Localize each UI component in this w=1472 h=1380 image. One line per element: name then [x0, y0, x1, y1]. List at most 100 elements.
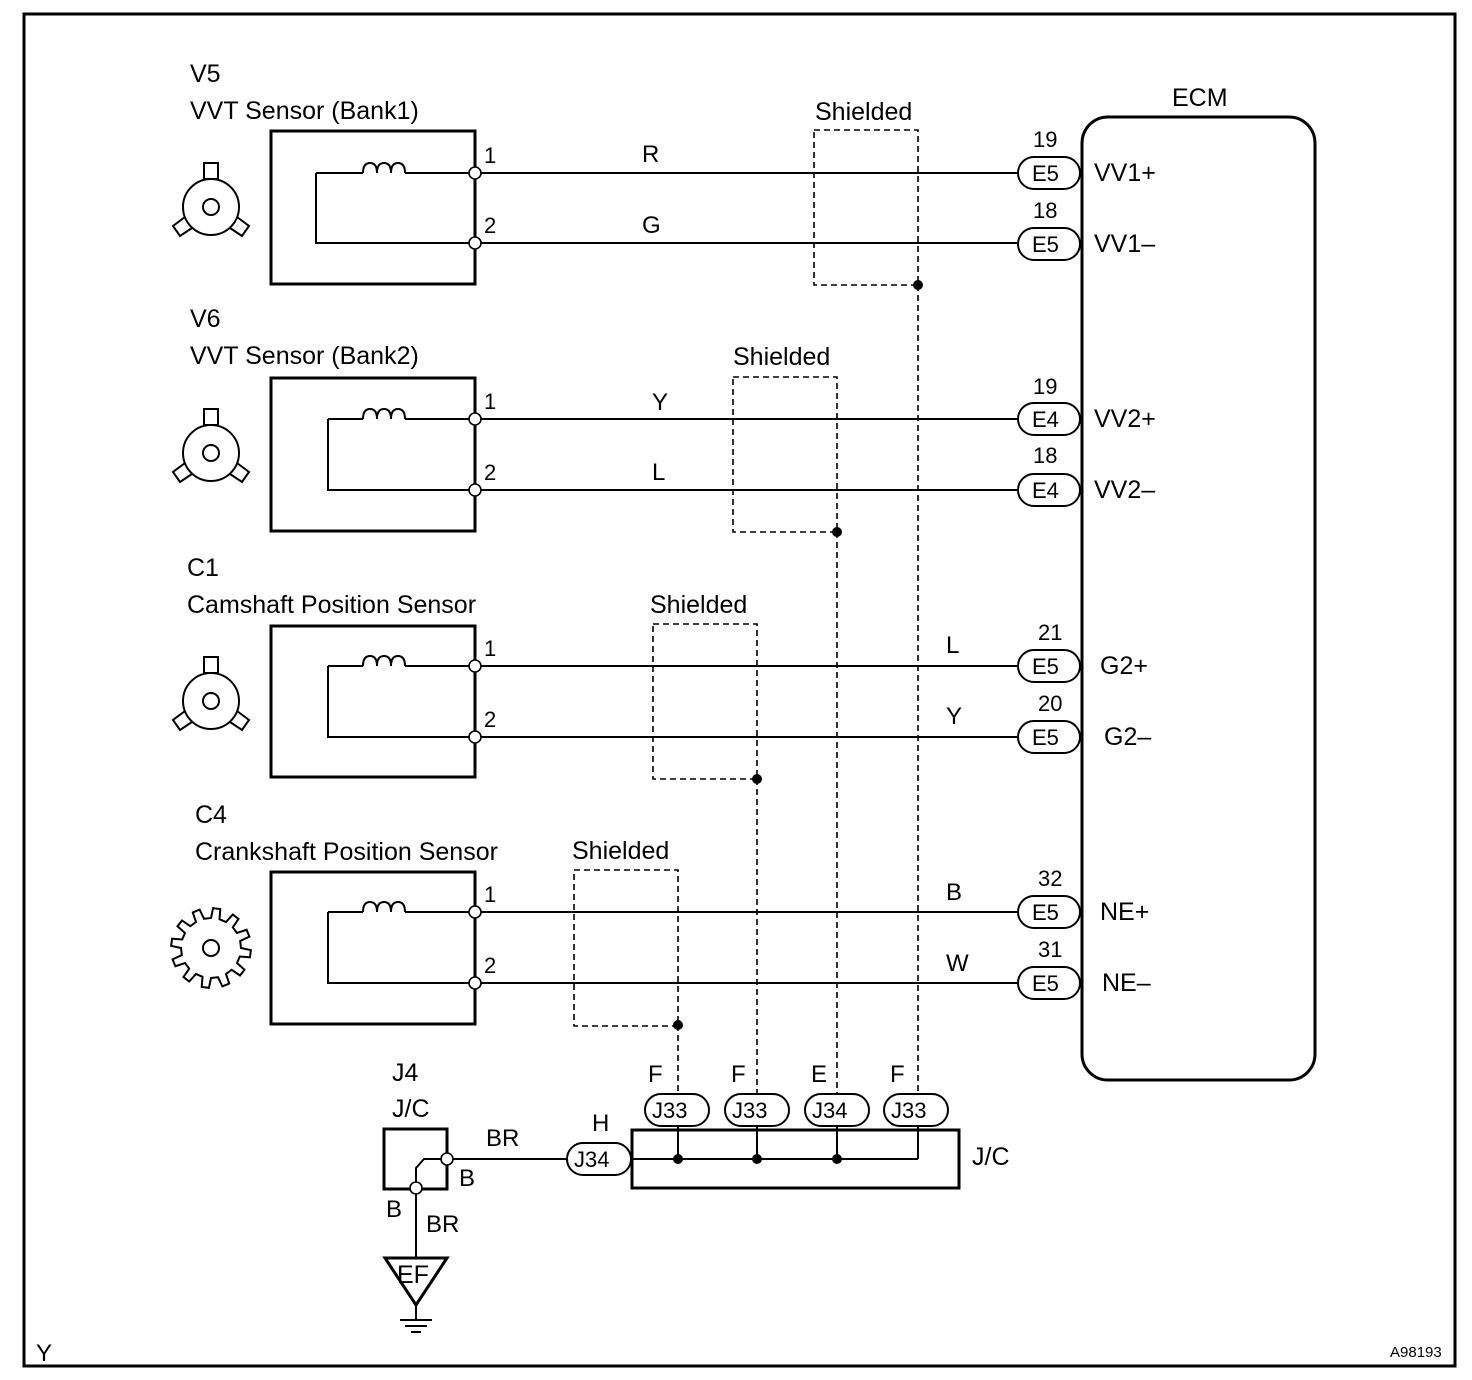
- bus-junction: [832, 1154, 842, 1164]
- ecm-signal: VV1–: [1094, 230, 1155, 258]
- sensor-box: [269, 376, 477, 533]
- coil-icon: [362, 654, 406, 667]
- ecm-signal: VV1+: [1094, 159, 1156, 187]
- sensor-id: V5: [190, 60, 221, 88]
- pin-number: 2: [484, 213, 496, 238]
- connector-pill: [1017, 402, 1081, 436]
- connector-label: E5: [1032, 654, 1059, 679]
- pin-number: 1: [484, 636, 496, 661]
- connector-label: E5: [1032, 725, 1059, 750]
- ecm-signal: VV2+: [1094, 405, 1156, 433]
- terminal: [468, 659, 482, 673]
- ecm-box: [1080, 115, 1317, 1082]
- connector-label: J33: [891, 1098, 926, 1123]
- j4-pin-bottom: B: [386, 1196, 402, 1223]
- pin-number: 2: [484, 460, 496, 485]
- sensor-c1: C1 Camshaft Position Sensor 1 2 L Y Shie…: [171, 554, 1151, 784]
- connector-pill: [1017, 720, 1081, 754]
- coil-icon: [362, 407, 406, 420]
- terminal: [468, 730, 482, 744]
- ecm-pin-number: 21: [1038, 620, 1062, 645]
- wire-color: B: [946, 879, 962, 906]
- sensor-v5: V5 VVT Sensor (Bank1) 1 2 R G Shielded 1…: [171, 60, 1156, 290]
- ecm-signal: VV2–: [1094, 476, 1155, 504]
- ecm-pin-number: 19: [1033, 127, 1057, 152]
- figure-code: A98193: [1390, 1344, 1442, 1361]
- coil-icon: [362, 161, 406, 174]
- connector-pill: [883, 1093, 949, 1127]
- pin-number: 2: [484, 707, 496, 732]
- terminal: [468, 483, 482, 497]
- junction-pin: F: [648, 1061, 663, 1088]
- junction-bus: [632, 1126, 919, 1160]
- j4-id: J4: [392, 1059, 419, 1087]
- ground-label: EF: [397, 1261, 429, 1289]
- sensor-name: VVT Sensor (Bank2): [190, 342, 419, 370]
- pin-number: 1: [484, 389, 496, 414]
- crank-gear-icon: [169, 906, 253, 990]
- connector-label: J34: [812, 1098, 847, 1123]
- connector-label: E5: [1032, 232, 1059, 257]
- connector-pill: [1017, 966, 1081, 1000]
- shield-label: Shielded: [650, 591, 747, 619]
- sensor-c4: C4 Crankshaft Position Sensor 1 2 B W Sh…: [169, 801, 1151, 1030]
- wire-color: Y: [946, 703, 962, 730]
- terminal: [468, 236, 482, 250]
- shield-box: [813, 129, 919, 286]
- ground-point: EF: [382, 1256, 450, 1333]
- shield-box: [652, 623, 758, 780]
- pin-number: 1: [484, 143, 496, 168]
- ecm-signal: NE–: [1102, 969, 1151, 997]
- wire-color: G: [642, 212, 661, 239]
- sensor-id: V6: [190, 305, 221, 333]
- sensor-v6: V6 VVT Sensor (Bank2) 1 2 Y L Shielded 1…: [171, 305, 1156, 537]
- ecm-pin-number: 20: [1038, 691, 1062, 716]
- connector-label: J34: [574, 1147, 609, 1172]
- terminal: [440, 1152, 454, 1166]
- sensor-name: Crankshaft Position Sensor: [195, 838, 498, 866]
- connector-label: E5: [1032, 161, 1059, 186]
- pickup-rotor-icon: [171, 656, 251, 732]
- ecm-signal: NE+: [1100, 898, 1149, 926]
- diagram-frame: [22, 12, 1457, 1368]
- wire-color: L: [946, 632, 959, 659]
- bus-junction: [673, 1154, 683, 1164]
- sensor-box: [269, 624, 477, 779]
- connector-pill: [1017, 473, 1081, 507]
- connector-label: E5: [1032, 971, 1059, 996]
- terminal: [468, 905, 482, 919]
- shield-label: Shielded: [572, 837, 669, 865]
- ground-wire-color: BR: [486, 1125, 519, 1152]
- wire-color: Y: [652, 389, 668, 416]
- shield-label: Shielded: [733, 343, 830, 371]
- ecm-pin-number: 19: [1033, 374, 1057, 399]
- ground-icon: [400, 1305, 432, 1333]
- terminal: [468, 412, 482, 426]
- ecm-pin-number: 32: [1038, 866, 1062, 891]
- connector-label: J33: [652, 1098, 687, 1123]
- wire-color: W: [946, 950, 969, 977]
- connector-pill: [1017, 649, 1081, 683]
- connector-label: E4: [1032, 478, 1059, 503]
- terminal: [409, 1181, 423, 1195]
- junction-input-pin: H: [592, 1110, 609, 1137]
- connector-pill: [1017, 895, 1081, 929]
- connector-pill: [1017, 156, 1081, 190]
- shield-drain-lines: [677, 285, 919, 1094]
- sensor-id: C4: [195, 801, 227, 829]
- sensor-name: VVT Sensor (Bank1): [190, 97, 419, 125]
- wire-color: R: [642, 141, 659, 168]
- shield-label: Shielded: [815, 98, 912, 126]
- shield-box: [573, 869, 679, 1027]
- shield-box: [732, 376, 838, 533]
- terminal: [468, 166, 482, 180]
- sensor-box: [269, 870, 477, 1026]
- ecm-signal: G2–: [1104, 723, 1151, 751]
- ecm-pin-number: 18: [1033, 198, 1057, 223]
- sensor-box: [269, 129, 477, 286]
- ground-wire-color: BR: [426, 1211, 459, 1238]
- pickup-rotor-icon: [171, 408, 251, 484]
- bus-junction: [752, 1154, 762, 1164]
- j4-label: J/C: [392, 1095, 430, 1123]
